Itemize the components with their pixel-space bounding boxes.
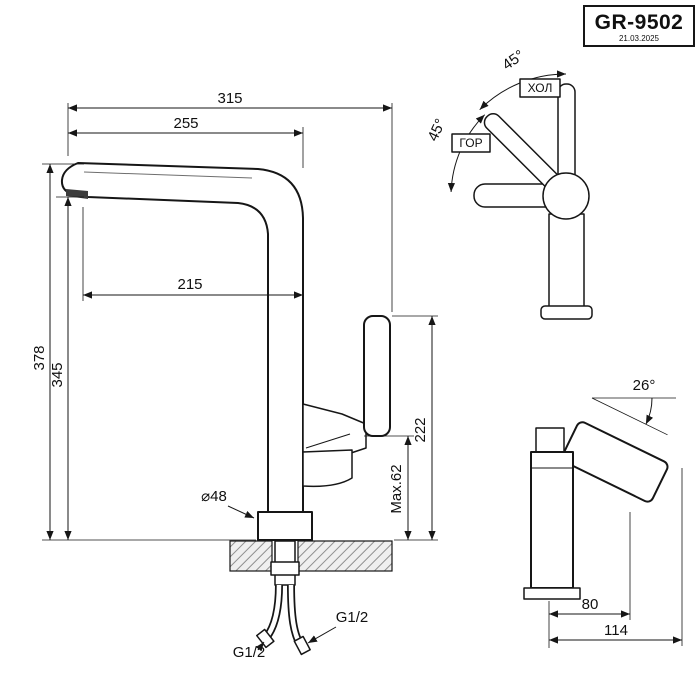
leader-thread-side: [307, 626, 337, 644]
model-number: GR-9502: [595, 11, 684, 34]
handle-joint-circle: [542, 172, 590, 220]
dim-spout-height-label: 345: [49, 362, 66, 387]
column-top-view: [548, 213, 585, 309]
dim-body-depth-label: 80: [582, 596, 599, 613]
rotation-arc-inner: [447, 114, 486, 193]
leader-base-diameter: [227, 505, 255, 519]
drawing-date: 21.03.2025: [619, 34, 660, 43]
dim-spout-reach-label: 255: [173, 115, 198, 132]
hot-label: ГОР: [459, 136, 482, 150]
leader-thread-bottom: [255, 641, 265, 652]
base-side-view: [523, 587, 581, 600]
title-block-frame: [583, 5, 695, 47]
faucet-spout-and-column: [60, 162, 304, 541]
thread-side-label: G1/2: [336, 609, 369, 626]
angle-outer-label: 45°: [499, 47, 527, 74]
angle-inner-label: 45°: [424, 116, 449, 144]
dim-spout-inner-label: 215: [177, 276, 202, 293]
angle-slope-line: [591, 397, 668, 436]
neck-side-view: [535, 427, 565, 455]
dim-total-height-label: 378: [31, 345, 48, 370]
body-side-view: [530, 451, 574, 589]
top-view: 45° 45° ХОЛ ГОР: [424, 47, 593, 320]
cold-label: ХОЛ: [528, 81, 553, 95]
handle-lever: [363, 315, 391, 437]
side-view: 26° 80 114: [523, 377, 683, 648]
dim-total-depth-label: 114: [604, 622, 628, 639]
angle-arc: [645, 397, 654, 425]
dim-max-depth-label: Max.62: [388, 464, 405, 513]
mounting-nut: [270, 561, 300, 576]
hot-label-box: [451, 133, 491, 153]
cold-label-box: [519, 78, 561, 98]
handle-blade-side-view: [561, 421, 669, 503]
handle-angle-label: 26°: [633, 377, 656, 394]
hose-left-fitting: [256, 628, 275, 649]
hose-right-fitting: [293, 635, 311, 656]
dim-body-height-label: 222: [412, 417, 429, 442]
dim-total-width-label: 315: [217, 90, 242, 107]
front-view: 315 255 215 378 345 222 Max.62 ⌀48 G1/2: [31, 90, 438, 661]
base-top-view: [540, 305, 593, 320]
dim-base-diameter-label: ⌀48: [201, 488, 227, 505]
base-flange: [257, 511, 313, 541]
counter-section-right: [297, 540, 393, 572]
mixer-accent-line: [305, 433, 351, 449]
mixer-cartridge-block: [302, 403, 367, 457]
counter-section-left: [229, 540, 273, 572]
spout-highlight-line: [83, 171, 253, 179]
mixer-lower-body: [302, 449, 353, 488]
title-block: GR-9502 21.03.2025: [583, 5, 695, 47]
aerator: [66, 189, 88, 199]
lever-position-center: [557, 83, 576, 185]
